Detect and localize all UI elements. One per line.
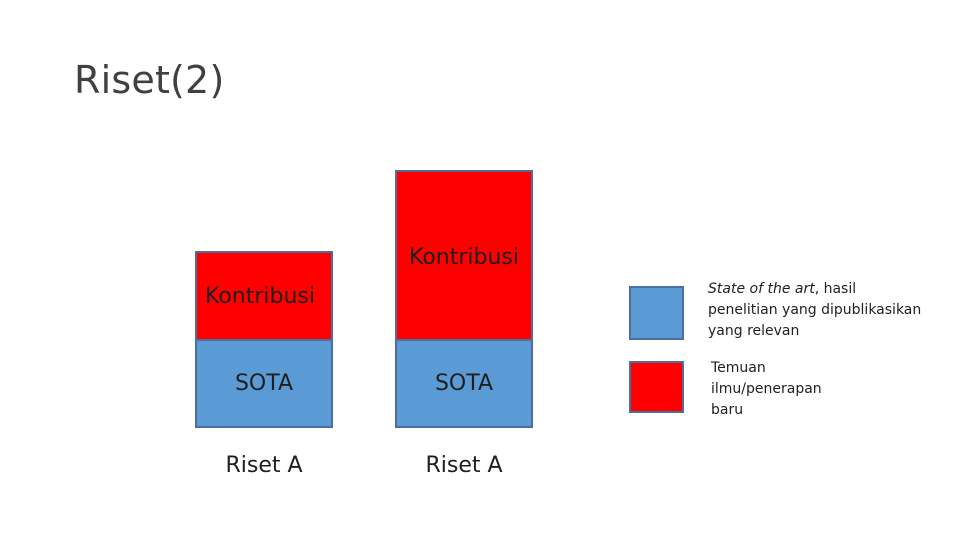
legend-text-sota: State of the art, hasil penelitian yang … [708,279,928,342]
bar1-contribution-label: Kontribusi [205,283,315,309]
legend-text-contribution: Temuan ilmu/penerapan baru [711,358,841,421]
legend-text-sota-italic: State of the art [708,281,815,297]
legend-swatch-sota [629,286,684,340]
bar2-sota-block: SOTA [395,339,533,428]
legend-text-contribution-rest: Temuan ilmu/penerapan baru [711,360,822,418]
bar1-sota-label: SOTA [234,371,294,396]
bar2-caption: Riset A [425,453,503,478]
bar2-contribution-label: Kontribusi [409,245,519,270]
bar2-contribution-block: Kontribusi [395,170,533,341]
bar1-sota-block: SOTA [195,339,333,428]
legend-text-sota-rest: , hasil penelitian yang dipublikasikan y… [708,281,922,339]
bar2-sota-label: SOTA [434,371,494,396]
bar1-caption: Riset A [225,453,303,478]
slide-title: Riset(2) [74,58,225,102]
bar1-contribution-block: Kontribusi [195,251,333,341]
legend-swatch-contribution [629,361,684,413]
